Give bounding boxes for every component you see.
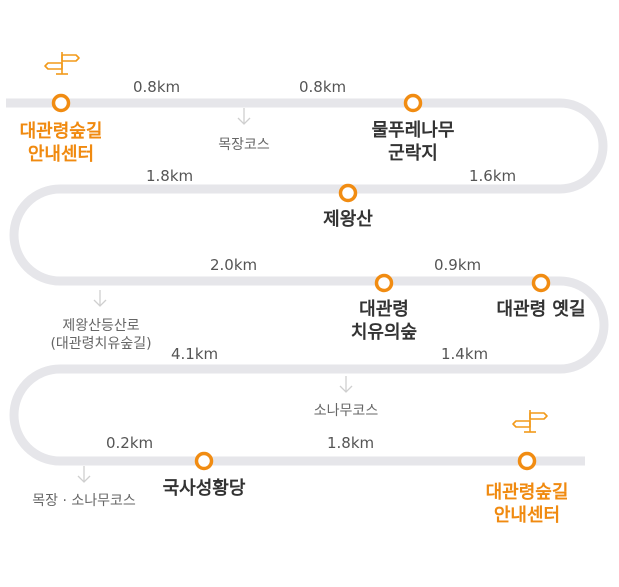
distance-label: 0.8km <box>299 78 347 96</box>
stop-label-line2: 치유의숲 <box>350 321 418 343</box>
start-label-line2: 안내센터 <box>27 143 95 165</box>
start-label: 대관령숲길 안내센터 <box>2 121 120 166</box>
stop-marker-mulpure <box>403 93 423 113</box>
stop-marker-jewangsan <box>338 183 358 203</box>
distance-label: 0.8km <box>133 78 181 96</box>
stop-label-old-road: 대관령 옛길 <box>496 299 586 320</box>
distance-label: 0.2km <box>106 434 154 452</box>
down-arrow-icon <box>93 290 107 307</box>
distance-label: 1.8km <box>327 434 375 452</box>
branch-label-line2: (대관령치유숲길) <box>50 335 152 352</box>
down-arrow-icon <box>339 376 353 393</box>
stop-marker-healing <box>374 273 394 293</box>
start-label-line1: 대관령숲길 <box>19 121 103 142</box>
stop-label-healing: 대관령 치유의숲 <box>334 299 434 344</box>
trail-path <box>6 98 609 466</box>
distance-label: 2.0km <box>210 256 258 274</box>
stop-label-line1: 물푸레나무 <box>371 120 455 141</box>
stop-label-mulpure: 물푸레나무 군락지 <box>354 120 472 165</box>
stop-label-guksa: 국사성황당 <box>162 478 246 499</box>
end-label: 대관령숲길 안내센터 <box>468 482 586 527</box>
signpost-icon <box>512 410 548 433</box>
branch-label-line1: 제왕산등산로 <box>62 318 140 334</box>
stop-label-line1: 대관령 <box>359 299 409 320</box>
end-label-line1: 대관령숲길 <box>485 482 569 503</box>
branch-label-pine: 소나무코스 <box>313 403 379 419</box>
branch-label-ranch-pine: 목장 · 소나무코스 <box>32 493 136 509</box>
distance-label: 1.6km <box>469 167 517 185</box>
distance-label: 0.9km <box>434 256 482 274</box>
stop-label-jewangsan: 제왕산 <box>323 209 373 230</box>
stop-marker-end <box>517 451 537 471</box>
signpost-icon <box>44 52 80 75</box>
branch-label-jewangsan-trail: 제왕산등산로 (대관령치유숲길) <box>28 318 174 353</box>
distance-label: 4.1km <box>171 345 219 363</box>
stop-marker-guksa <box>194 451 214 471</box>
stop-marker-old-road <box>531 273 551 293</box>
distance-label: 1.4km <box>441 345 489 363</box>
down-arrow-icon <box>237 108 251 125</box>
branch-label-ranch: 목장코스 <box>218 137 270 153</box>
down-arrow-icon <box>77 466 91 483</box>
stop-label-line2: 군락지 <box>388 142 438 164</box>
distance-label: 1.8km <box>146 167 194 185</box>
end-label-line2: 안내센터 <box>493 504 561 526</box>
stop-marker-start <box>51 93 71 113</box>
